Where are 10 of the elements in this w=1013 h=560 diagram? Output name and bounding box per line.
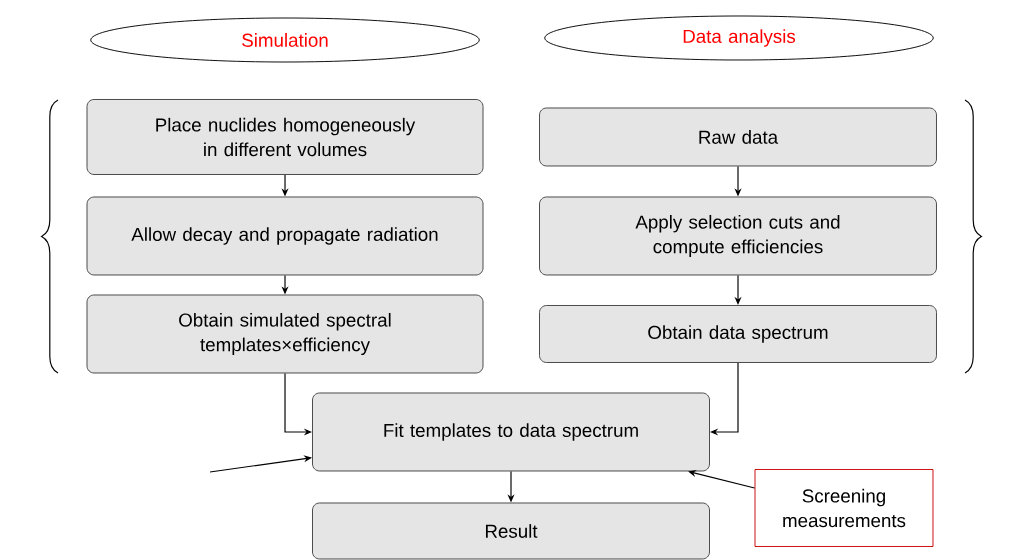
process-box: Apply selection cuts and compute efficiencies <box>539 196 937 276</box>
process-box: Allow decay and propagate radiation <box>86 196 484 276</box>
process-box: Obtain simulated spectral templates×efficiency <box>86 294 484 374</box>
process-box: Place nuclides homogeneously in different volumes <box>86 99 484 175</box>
process-box: Raw data <box>539 107 937 167</box>
process-box: Obtain data spectrum <box>539 305 937 363</box>
arrow <box>710 362 739 436</box>
process-box: Result <box>312 502 710 560</box>
input-box: Screening measurements <box>754 469 934 547</box>
process-box: Fit templates to data spectrum <box>312 392 710 472</box>
